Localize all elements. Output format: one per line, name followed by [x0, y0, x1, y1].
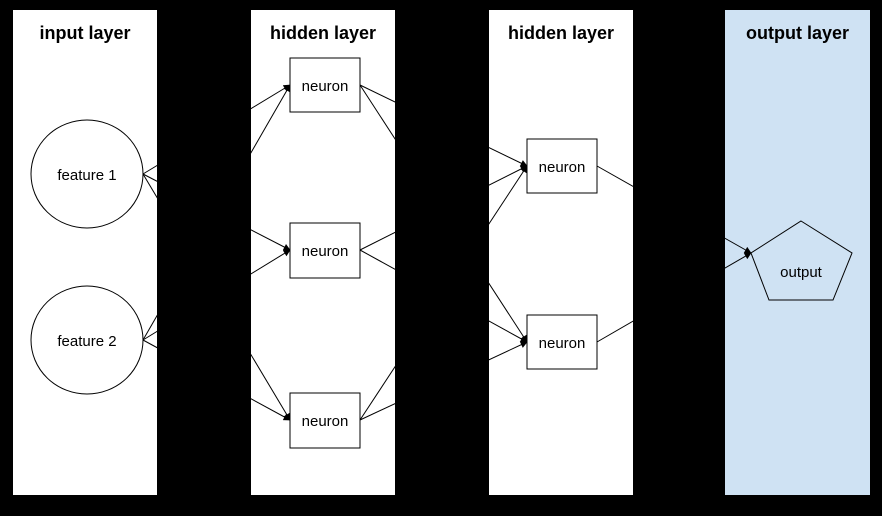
node-feature-1-label: feature 1 — [57, 167, 116, 184]
edge-feature2-h1n2 — [142, 249, 291, 341]
edge-h1n1-h2n1 — [359, 84, 528, 167]
node-h2-neuron-2-rect — [526, 314, 598, 370]
edge-h1n2-h2n2 — [359, 249, 528, 343]
node-feature-1-circle — [30, 119, 144, 229]
node-h2-neuron-2-label: neuron — [539, 335, 586, 352]
edge-feature1-h1n1 — [142, 84, 291, 175]
panel-input-layer: input layer — [13, 10, 157, 495]
node-feature-2-circle — [30, 285, 144, 395]
panel-title-hidden-layer-1: hidden layer — [269, 23, 377, 43]
panel-title-hidden-layer-2: hidden layer — [507, 23, 615, 43]
node-h2-neuron-1-label: neuron — [539, 159, 586, 176]
node-feature-2-label: feature 2 — [57, 333, 116, 350]
edge-h2n1-output — [596, 165, 752, 254]
node-h2-neuron-1-rect — [526, 138, 598, 194]
edge-feature2-h1n3 — [142, 339, 291, 421]
node-output-label: output — [780, 264, 823, 281]
node-h1-neuron-1-label: neuron — [302, 78, 349, 95]
node-h1-neuron-3-label: neuron — [302, 413, 349, 430]
node-h1-neuron-2-rect — [289, 222, 361, 279]
node-h1-neuron-2-label: neuron — [302, 243, 349, 260]
node-h1-neuron-1-rect — [289, 57, 361, 113]
edge-h1n1-h2n2 — [359, 84, 528, 343]
edge-feature2-h1n1 — [142, 84, 291, 341]
edge-h1n3-h2n1 — [359, 165, 528, 421]
panel-title-input-layer: input layer — [39, 23, 131, 43]
edge-h1n3-h2n2 — [359, 341, 528, 421]
edge-feature1-h1n3 — [142, 173, 291, 421]
node-output-pentagon — [750, 220, 853, 301]
panel-title-output-layer: output layer — [745, 23, 849, 43]
panel-hidden-layer-2: hidden layer — [489, 10, 633, 495]
node-h1-neuron-3-rect — [289, 392, 361, 449]
edge-h2n2-output — [596, 252, 752, 343]
edge-h1n2-h2n1 — [359, 165, 528, 251]
